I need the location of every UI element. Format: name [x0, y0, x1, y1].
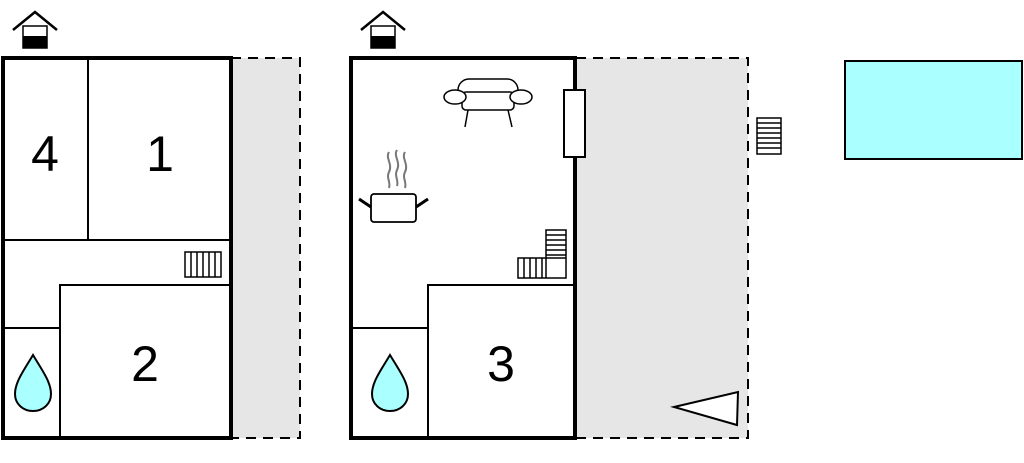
floor-2-outer-wall — [349, 56, 577, 440]
room-1-label: 1 — [146, 126, 174, 182]
staircase-icon — [517, 229, 567, 279]
cooking-pot-icon — [358, 149, 429, 223]
terrace-dashed-border — [576, 57, 749, 439]
room-2-label: 2 — [131, 336, 159, 392]
room-4-label: 4 — [31, 126, 59, 182]
north-arrow-icon — [670, 390, 740, 427]
terrace-area — [576, 58, 748, 438]
swimming-pool-icon — [844, 60, 1023, 160]
terrace-steps-icon — [756, 117, 782, 155]
entrance-house-icon — [12, 10, 58, 49]
sofa-icon — [443, 78, 533, 128]
entrance-house-icon — [360, 10, 406, 49]
window-icon — [563, 89, 586, 158]
floor-2: 3 — [349, 10, 749, 440]
terrace-dashed-border — [231, 57, 301, 439]
outdoor — [756, 60, 1023, 160]
water-drop-icon — [370, 353, 410, 413]
water-drop-icon — [13, 353, 53, 413]
floor-1-outer-wall — [1, 56, 233, 440]
radiator-icon — [184, 251, 222, 278]
floor-1: 4 1 2 — [1, 10, 301, 440]
wall-room-2 — [59, 284, 231, 438]
terrace-area — [231, 58, 300, 438]
wall-room-3 — [427, 284, 575, 438]
room-3-label: 3 — [487, 336, 515, 392]
